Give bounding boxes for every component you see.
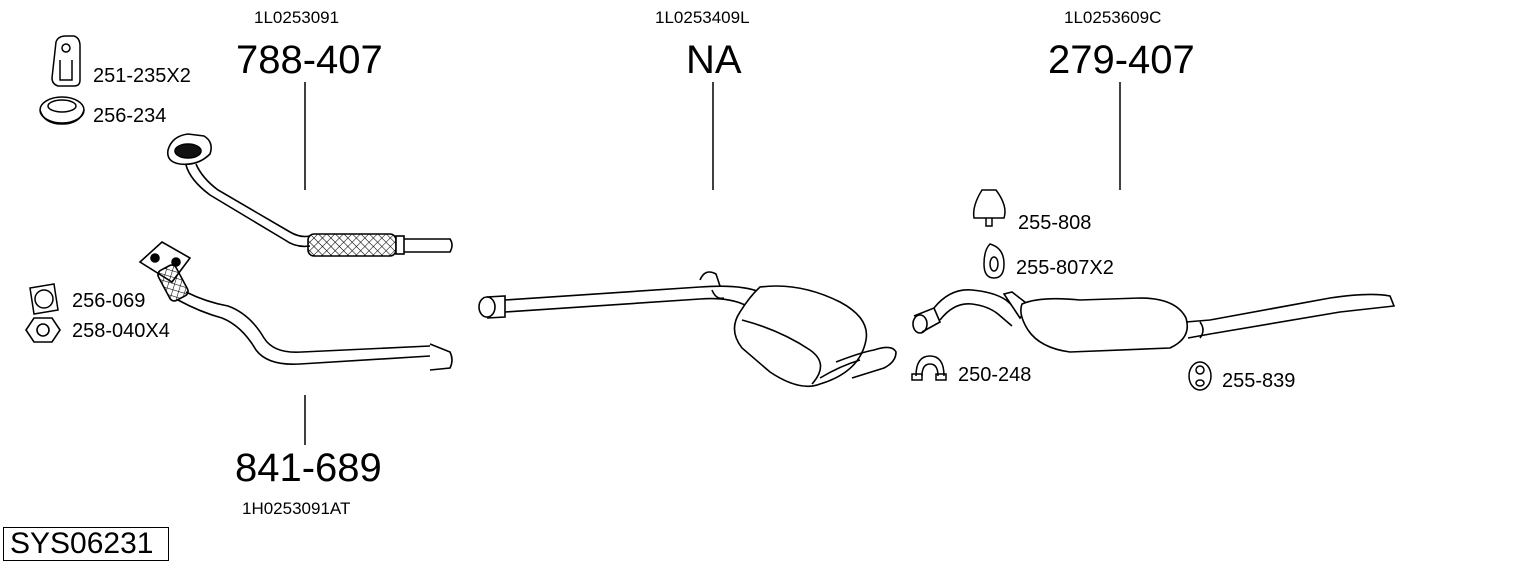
rear-muffler-279-407 — [912, 289, 1396, 353]
part-label-255-807x2: 255-807X2 — [1016, 257, 1114, 279]
rubber-ring-icon — [1188, 361, 1212, 391]
bracket-icon — [51, 35, 81, 87]
part-number-na: NA — [686, 38, 742, 82]
part-number-841-689: 841-689 — [235, 446, 382, 490]
part-label-255-808: 255-808 — [1018, 212, 1092, 234]
oem-code-na: 1L0253409L — [655, 8, 750, 27]
rubber-hanger-icon — [983, 243, 1005, 279]
part-label-250-248: 250-248 — [958, 364, 1032, 386]
pipe-clamp-icon — [911, 355, 947, 381]
oem-code-841-689: 1H0253091AT — [242, 499, 351, 518]
system-code-box: SYS06231 — [3, 527, 169, 561]
part-label-251-235x2: 251-235X2 — [93, 65, 191, 87]
part-label-255-839: 255-839 — [1222, 370, 1296, 392]
rubber-mount-icon — [972, 189, 1006, 227]
part-label-258-040x4: 258-040X4 — [72, 320, 170, 342]
part-label-256-069: 256-069 — [72, 290, 146, 312]
front-pipe-788-407 — [166, 133, 453, 257]
front-pipe-841-689 — [138, 241, 453, 371]
part-label-256-234: 256-234 — [93, 105, 167, 127]
flange-gasket-icon — [29, 283, 59, 315]
part-number-788-407: 788-407 — [236, 38, 383, 82]
oem-code-788-407: 1L0253091 — [254, 8, 340, 27]
hex-nut-icon — [25, 317, 61, 343]
oem-code-279-407: 1L0253609C — [1064, 8, 1162, 27]
gasket-ring-icon — [39, 96, 85, 125]
part-number-279-407: 279-407 — [1048, 38, 1195, 82]
centre-muffler-na — [478, 271, 897, 388]
